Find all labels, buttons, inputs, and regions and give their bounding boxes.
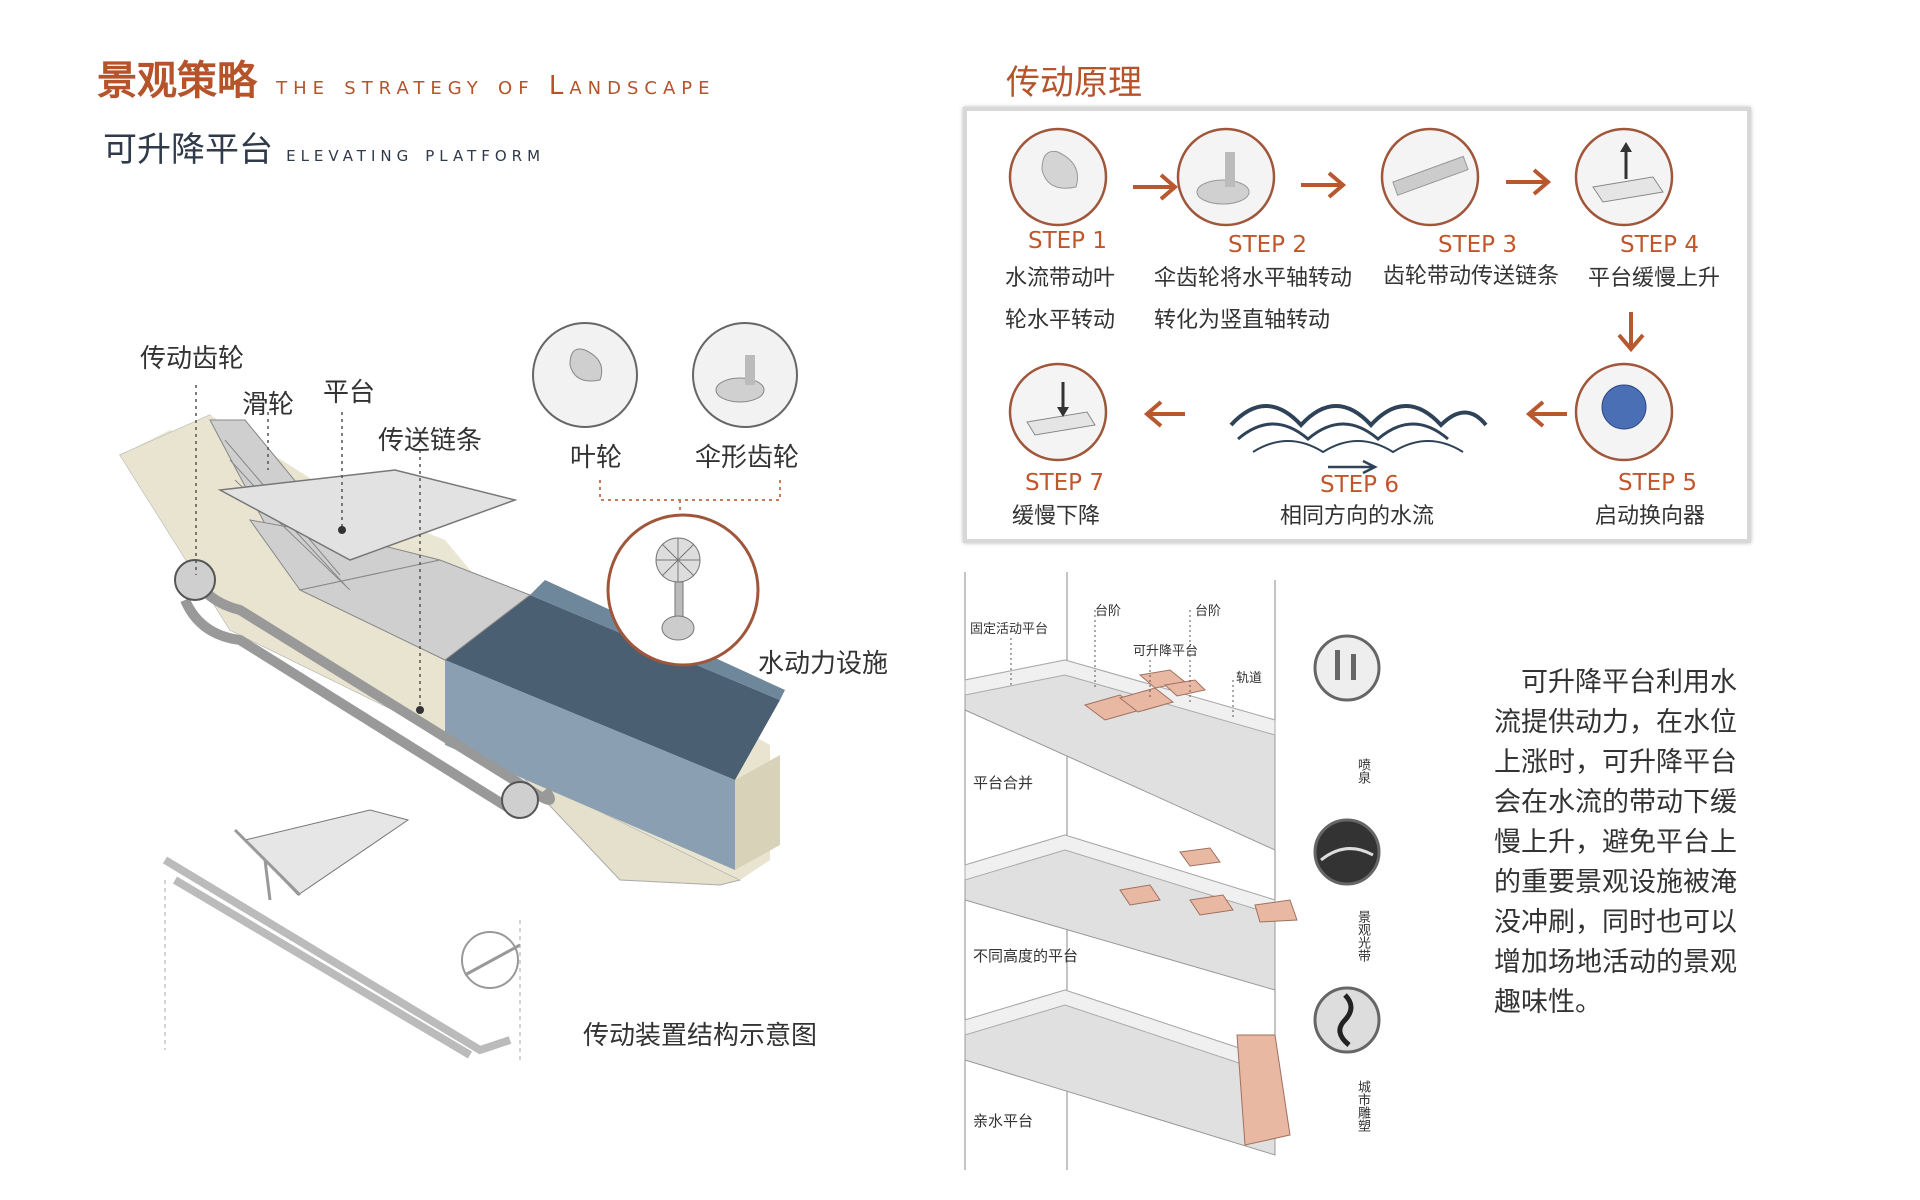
page-subtitle: 可升降平台 elevating platform: [103, 122, 545, 171]
desc-line: 可升降平台利用水: [1494, 667, 1737, 698]
desc-line: 上涨时，可升降平台: [1494, 747, 1737, 778]
step7-label: STEP 7: [1025, 470, 1104, 496]
label-lift-platform: 可升降平台: [1133, 644, 1199, 659]
water-flow-icon: [1229, 404, 1488, 454]
desc-line: 慢上升，避免平台上: [1494, 827, 1737, 858]
mechanism-title: 传动原理: [1006, 63, 1142, 103]
desc-line: 没冲刷，同时也可以: [1494, 907, 1737, 938]
step7-icon: [1008, 362, 1108, 462]
section-diagram: [964, 572, 1381, 1170]
label-pulley: 滑轮: [242, 390, 295, 420]
step1-label: STEP 1: [1028, 228, 1107, 254]
label-sculpture: 城市雕塑: [1355, 1080, 1370, 1132]
section-icons: [1313, 634, 1381, 1054]
label-fixed-platform: 固定活动平台: [970, 622, 1049, 637]
label-chain: 传送链条: [378, 426, 483, 456]
step6-label: STEP 6: [1320, 472, 1399, 498]
step6-desc1: 相同方向的水流: [1280, 504, 1435, 529]
label-impeller: 叶轮: [570, 443, 623, 473]
section-layer-3: [964, 989, 1291, 1156]
fountain-icon: [1313, 634, 1381, 702]
step5-label: STEP 5: [1618, 470, 1697, 496]
label-gear: 传动齿轮: [140, 344, 245, 374]
icon-connector: [599, 480, 781, 501]
desc-line: 流提供动力，在水位: [1494, 707, 1737, 738]
end-wall: [735, 755, 780, 870]
label-step-a: 台阶: [1095, 604, 1122, 619]
hydro-wheel: [655, 537, 701, 641]
platform-top: [217, 469, 518, 561]
label-bevel-gear: 伞形齿轮: [695, 443, 800, 473]
desc-line: 增加场地活动的景观: [1494, 947, 1737, 978]
platform-diagram: [119, 322, 798, 1060]
water-block: [445, 595, 780, 780]
step3-label: STEP 3: [1438, 232, 1517, 258]
label-track: 轨道: [1236, 671, 1263, 686]
mechanism-graphics: [1008, 127, 1674, 475]
section-leaders: [1010, 610, 1234, 720]
title-cn: 景观策略: [97, 58, 257, 104]
bottom-wheel: [501, 781, 539, 819]
light-belt-icon: [1313, 818, 1381, 886]
step4-label: STEP 4: [1620, 232, 1699, 258]
section-layer-2: [964, 834, 1298, 991]
label-hydro: 水动力设施: [758, 649, 889, 679]
step5-desc1: 启动换向器: [1595, 504, 1706, 529]
diagram-caption: 传动装置结构示意图: [583, 1021, 818, 1051]
desc-line: 会在水流的带动下缓: [1494, 787, 1737, 818]
step2-desc1: 伞齿轮将水平轴转动: [1154, 266, 1353, 291]
desc-line: 趣味性。: [1494, 987, 1602, 1018]
subtitle-en: elevating platform: [286, 142, 546, 167]
gear-wheel: [174, 559, 216, 601]
label-waterside: 亲水平台: [973, 1112, 1034, 1130]
step7-desc1: 缓慢下降: [1012, 504, 1101, 529]
description-paragraph: 可升降平台利用水 流提供动力，在水位 上涨时，可升降平台 会在水流的带动下缓 慢…: [1494, 663, 1754, 1023]
desc-line: 的重要景观设施被淹: [1494, 867, 1737, 898]
water-front: [445, 660, 735, 870]
step4-icon: [1574, 127, 1674, 227]
leader-lines: [195, 385, 421, 710]
step3-desc1: 齿轮带动传送链条: [1383, 264, 1560, 289]
lower-mechanism: [162, 809, 521, 1060]
label-merge: 平台合并: [973, 774, 1034, 792]
title-en: the strategy of Landscape: [276, 71, 716, 101]
section-layer-1: [964, 659, 1276, 851]
step1-desc1: 水流带动叶: [1005, 266, 1116, 291]
step4-desc1: 平台缓慢上升: [1588, 266, 1721, 291]
label-step-b: 台阶: [1195, 604, 1222, 619]
flow-arrows: [1133, 168, 1645, 428]
label-heights: 不同高度的平台: [973, 947, 1079, 965]
page-title: 景观策略 the strategy of Landscape: [97, 48, 716, 106]
label-platform: 平台: [323, 378, 376, 408]
step1-desc2: 轮水平转动: [1005, 308, 1116, 333]
step2-desc2: 转化为竖直轴转动: [1154, 308, 1331, 333]
label-fountain: 喷泉: [1355, 758, 1370, 784]
label-light-belt: 景观光带: [1355, 910, 1370, 962]
subtitle-cn: 可升降平台: [103, 130, 273, 170]
step2-label: STEP 2: [1228, 232, 1307, 258]
